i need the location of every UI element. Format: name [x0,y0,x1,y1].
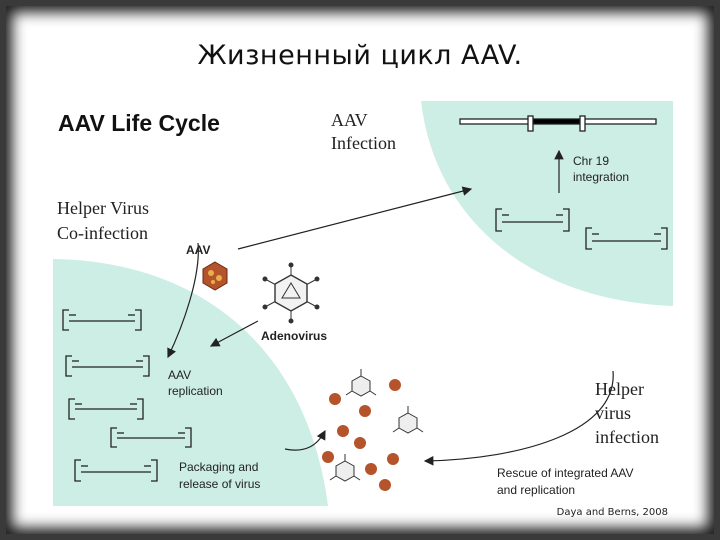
progeny-viruses [322,369,424,491]
aav-replication-label-2: replication [168,384,223,398]
aav-label: AAV [186,243,210,257]
genome-lower-1 [62,309,142,331]
aav-infection-label-2: Infection [331,133,396,153]
diagram-panel: AAV Life Cycle AAV Infection Helper Viru… [53,101,673,506]
helper-infection-label: Helper [595,379,644,399]
infection-arrow [237,186,473,250]
helper-infection-label-3: infection [595,427,659,447]
replication-arrow [167,242,199,359]
packaging-arrow [284,429,326,451]
slide-title: Жизненный цикл AAV. [197,40,523,71]
citation-credit: Daya and Berns, 2008 [556,507,668,518]
chr19-label: Chr 19 [573,154,609,168]
chr19-label-2: integration [573,170,629,184]
helper-infection-label-2: virus [595,403,631,423]
main-title: AAV Life Cycle [58,110,220,136]
adenovirus-arrow [209,320,259,347]
helper-coinfection-label-2: Co-infection [57,223,148,243]
aav-replication-label: AAV [168,368,191,382]
genome-upper-2 [585,227,668,250]
rescue-label-2: and replication [497,483,575,497]
adenovirus-particle [262,262,320,324]
helper-coinfection-label: Helper Virus [57,198,149,218]
genome-lower-4 [110,427,192,448]
genome-upper-1 [495,208,570,232]
genome-lower-2 [65,355,150,377]
chromosome-19 [459,115,657,132]
rescue-arrow [423,370,614,466]
packaging-label-2: release of virus [179,477,260,491]
packaging-label: Packaging and [179,460,258,474]
upper-right-cell [421,101,673,306]
adenovirus-label: Adenovirus [261,329,327,343]
life-cycle-diagram: AAV Life Cycle AAV Infection Helper Viru… [53,101,673,506]
rescue-label: Rescue of integrated AAV [497,466,634,480]
genome-lower-5 [74,459,158,482]
genome-lower-3 [68,398,144,420]
aav-particle [202,261,228,291]
aav-infection-label: AAV [331,110,368,130]
